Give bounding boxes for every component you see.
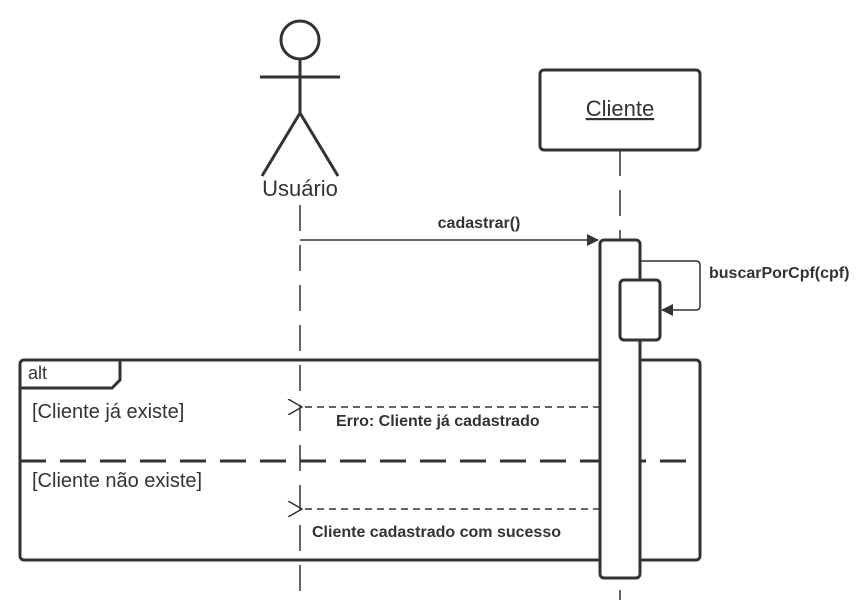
alt-operator-tab bbox=[20, 360, 122, 390]
actor-right-leg bbox=[298, 112, 340, 177]
message-erro: Erro: Cliente já cadastrado bbox=[302, 407, 600, 430]
actor-name: Usuário bbox=[262, 176, 338, 201]
message-buscar-label: buscarPorCpf(cpf) bbox=[709, 265, 849, 282]
message-cadastrar: cadastrar() bbox=[300, 215, 599, 246]
alt-fragment: alt [Cliente já existe] [Cliente não exi… bbox=[18, 358, 702, 562]
object-cliente: Cliente bbox=[538, 68, 702, 152]
guard-cliente-nao-existe: [Cliente não existe] bbox=[32, 470, 202, 492]
actor-left-leg bbox=[260, 112, 302, 177]
message-sucesso-label: Cliente cadastrado com sucesso bbox=[312, 524, 561, 541]
message-erro-label: Erro: Cliente já cadastrado bbox=[336, 413, 540, 430]
message-buscar-arrow bbox=[640, 260, 701, 316]
message-cadastrar-label: cadastrar() bbox=[438, 215, 521, 232]
guard-cliente-existe: [Cliente já existe] bbox=[32, 401, 184, 423]
alt-operator: alt bbox=[28, 363, 47, 383]
actor-usuario: Usuário bbox=[260, 19, 340, 201]
message-sucesso: Cliente cadastrado com sucesso bbox=[302, 509, 600, 541]
object-name: Cliente bbox=[586, 96, 654, 121]
actor-head bbox=[279, 19, 321, 61]
nested-activation-bar bbox=[618, 278, 662, 342]
message-buscar: buscarPorCpf(cpf) bbox=[640, 260, 849, 316]
